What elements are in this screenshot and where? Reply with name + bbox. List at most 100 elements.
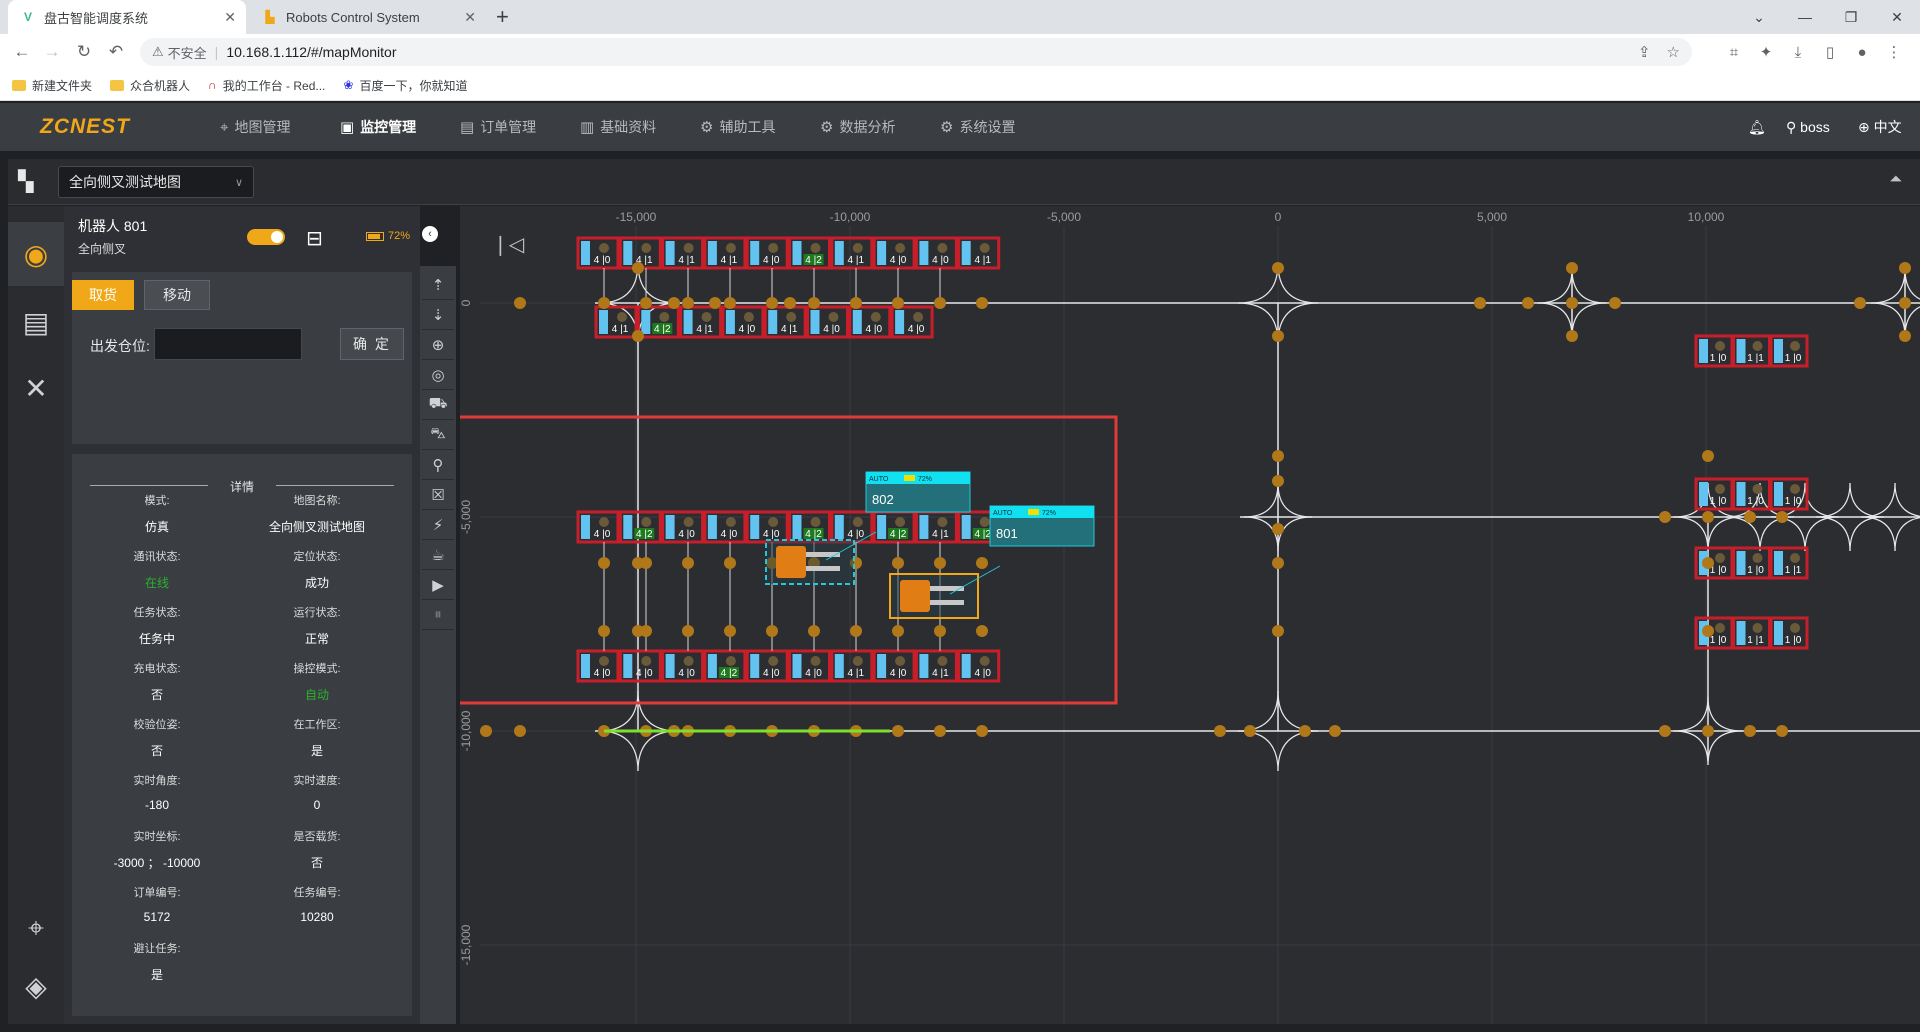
rack-slot <box>810 243 821 253</box>
layers-icon[interactable]: ◈ <box>25 970 47 1002</box>
bell-icon[interactable]: 🔔︎ <box>1748 118 1766 135</box>
rack-slot <box>1752 623 1763 633</box>
minimize-icon[interactable]: — <box>1798 9 1812 25</box>
undo-icon[interactable]: ↶ <box>108 42 124 61</box>
nav-monitor-management[interactable]: ▣监控管理 <box>340 103 416 151</box>
road-curve <box>1725 516 1761 552</box>
map-select[interactable]: 全向侧叉测试地图 ∨ <box>58 166 254 198</box>
tools-icon[interactable]: ✕ <box>24 372 48 404</box>
collapse-up-icon[interactable]: ⏶ <box>1889 171 1902 188</box>
nav-map-management[interactable]: ⌖地图管理 <box>220 103 290 151</box>
extensions-icon[interactable]: ✦ <box>1759 44 1773 61</box>
language-menu[interactable]: ⊕ 中文 <box>1858 103 1902 151</box>
rack-marker <box>725 310 735 334</box>
download-icon[interactable]: ⤓ <box>1794 43 1802 61</box>
map-node <box>598 557 610 569</box>
tab-pick[interactable]: 取货 <box>72 280 134 310</box>
url-text: 10.168.1.112/#/mapMonitor <box>226 44 397 60</box>
play-icon[interactable]: ▶ <box>422 570 454 600</box>
locate-icon[interactable]: ⊕ <box>422 330 454 360</box>
cup-icon[interactable]: ☕ <box>422 540 454 570</box>
map-node <box>934 625 946 637</box>
new-tab-button[interactable]: + <box>496 4 509 29</box>
map-node <box>1899 262 1911 274</box>
road-curve <box>1277 730 1319 772</box>
confirm-button[interactable]: 确 定 <box>340 328 404 360</box>
download-icon[interactable]: ⇣ <box>422 300 454 330</box>
rack-marker <box>581 241 590 265</box>
browser-tab[interactable]: ▙ Robots Control System ✕ <box>250 0 486 34</box>
bookmark-item[interactable]: 众合机器人 <box>110 77 190 94</box>
star-icon[interactable]: ☆ <box>1666 44 1680 61</box>
x-tick-label: -10,000 <box>830 210 871 224</box>
rack-cell <box>703 649 747 683</box>
upload-icon[interactable]: ⇡ <box>422 270 454 300</box>
bookmark-item[interactable]: 新建文件夹 <box>12 77 92 94</box>
start-location-input[interactable] <box>154 328 302 360</box>
rack-slot <box>1715 623 1725 633</box>
nav-aux-tools[interactable]: ⚙辅助工具 <box>700 103 775 151</box>
tab-move[interactable]: 移动 <box>144 280 210 310</box>
car-icon[interactable]: ⛍ <box>422 420 454 450</box>
tab-search-icon[interactable]: ⌄ <box>1753 8 1765 25</box>
sidebar-icon[interactable]: ▯ <box>1825 44 1835 61</box>
collapse-left-icon[interactable]: ❘◁ <box>492 234 525 256</box>
map-node <box>1244 725 1256 737</box>
detail-label: 实时角度: <box>133 775 181 787</box>
gear-icon: ⚙ <box>700 119 714 136</box>
bookmark-item[interactable]: ∩我的工作台 - Red... <box>208 77 325 94</box>
rack-label: 4 |1 <box>678 255 695 266</box>
pause-icon[interactable]: ⏸ <box>422 600 454 630</box>
browser-tabstrip: V 盘古智能调度系统 ✕ ▙ Robots Control System ✕ +… <box>0 0 1920 34</box>
pin-icon: ⌖ <box>220 118 229 136</box>
browser-tab-active[interactable]: V 盘古智能调度系统 ✕ <box>8 0 246 34</box>
rack-slot <box>979 656 990 666</box>
nav-label: 监控管理 <box>360 119 417 135</box>
restore-icon[interactable]: ❐ <box>1844 8 1858 25</box>
map-node <box>682 297 694 309</box>
rack-slot <box>870 312 881 322</box>
crop-icon[interactable]: ⌗ <box>1729 43 1739 61</box>
battery-fill <box>368 233 380 239</box>
nav-data-analysis[interactable]: ⚙数据分析 <box>820 103 895 151</box>
address-bar[interactable]: ⚠ 不安全 | 10.168.1.112/#/mapMonitor ⇪ ☆ <box>140 38 1692 66</box>
rack-cell <box>788 236 831 270</box>
back-icon[interactable]: ← <box>13 42 31 61</box>
charge-icon[interactable]: ⚡ <box>422 510 454 540</box>
reload-icon[interactable]: ↻ <box>76 42 92 61</box>
share-icon[interactable]: ⇪ <box>1637 44 1651 61</box>
nav-system-settings[interactable]: ⚙系统设置 <box>940 103 1015 151</box>
close-window-icon[interactable]: ✕ <box>1891 8 1903 25</box>
rack-slot <box>979 243 990 253</box>
profile-icon[interactable]: ● <box>1857 43 1867 61</box>
robot-monitor-icon[interactable]: ◉ <box>8 222 64 286</box>
detail-value: 0 <box>313 798 321 812</box>
nav-order-management[interactable]: ▤订单管理 <box>460 103 536 151</box>
briefcase-icon[interactable]: ⊟ <box>306 228 323 250</box>
focus-icon[interactable]: ◎ <box>422 360 454 390</box>
clipboard-icon[interactable]: ▤ <box>22 306 50 338</box>
rack-label: 4 |1 <box>781 324 798 335</box>
forward-icon[interactable]: → <box>43 42 61 61</box>
bookmark-item[interactable]: ❀百度一下，你就知道 <box>343 77 467 94</box>
location-icon[interactable]: ⚲ <box>422 450 454 480</box>
rack-cell <box>661 510 705 544</box>
rack-slot <box>768 243 779 253</box>
nav-basic-data[interactable]: ▥基础资料 <box>580 103 656 151</box>
robot-enable-toggle[interactable] <box>247 229 285 245</box>
close-icon[interactable]: ✕ <box>464 8 476 25</box>
task-box: 取货 移动 出发仓位: 确 定 <box>72 272 412 444</box>
menu-icon[interactable]: ⋮ <box>1886 44 1902 61</box>
close-icon[interactable]: ✕ <box>224 8 236 25</box>
crosshair-icon[interactable]: ⌖ <box>28 911 44 943</box>
cancel-task-icon[interactable]: ☒ <box>422 480 454 510</box>
rack-marker <box>919 241 929 265</box>
detail-label: 避让任务: <box>133 943 181 955</box>
app-logo[interactable]: ZCNEST <box>40 115 130 138</box>
user-menu[interactable]: ⚲ boss <box>1786 103 1830 151</box>
rack-marker <box>877 241 887 265</box>
robot-icon[interactable]: ⛟ <box>422 390 454 420</box>
collapse-panel-icon[interactable]: ‹ <box>422 226 438 242</box>
